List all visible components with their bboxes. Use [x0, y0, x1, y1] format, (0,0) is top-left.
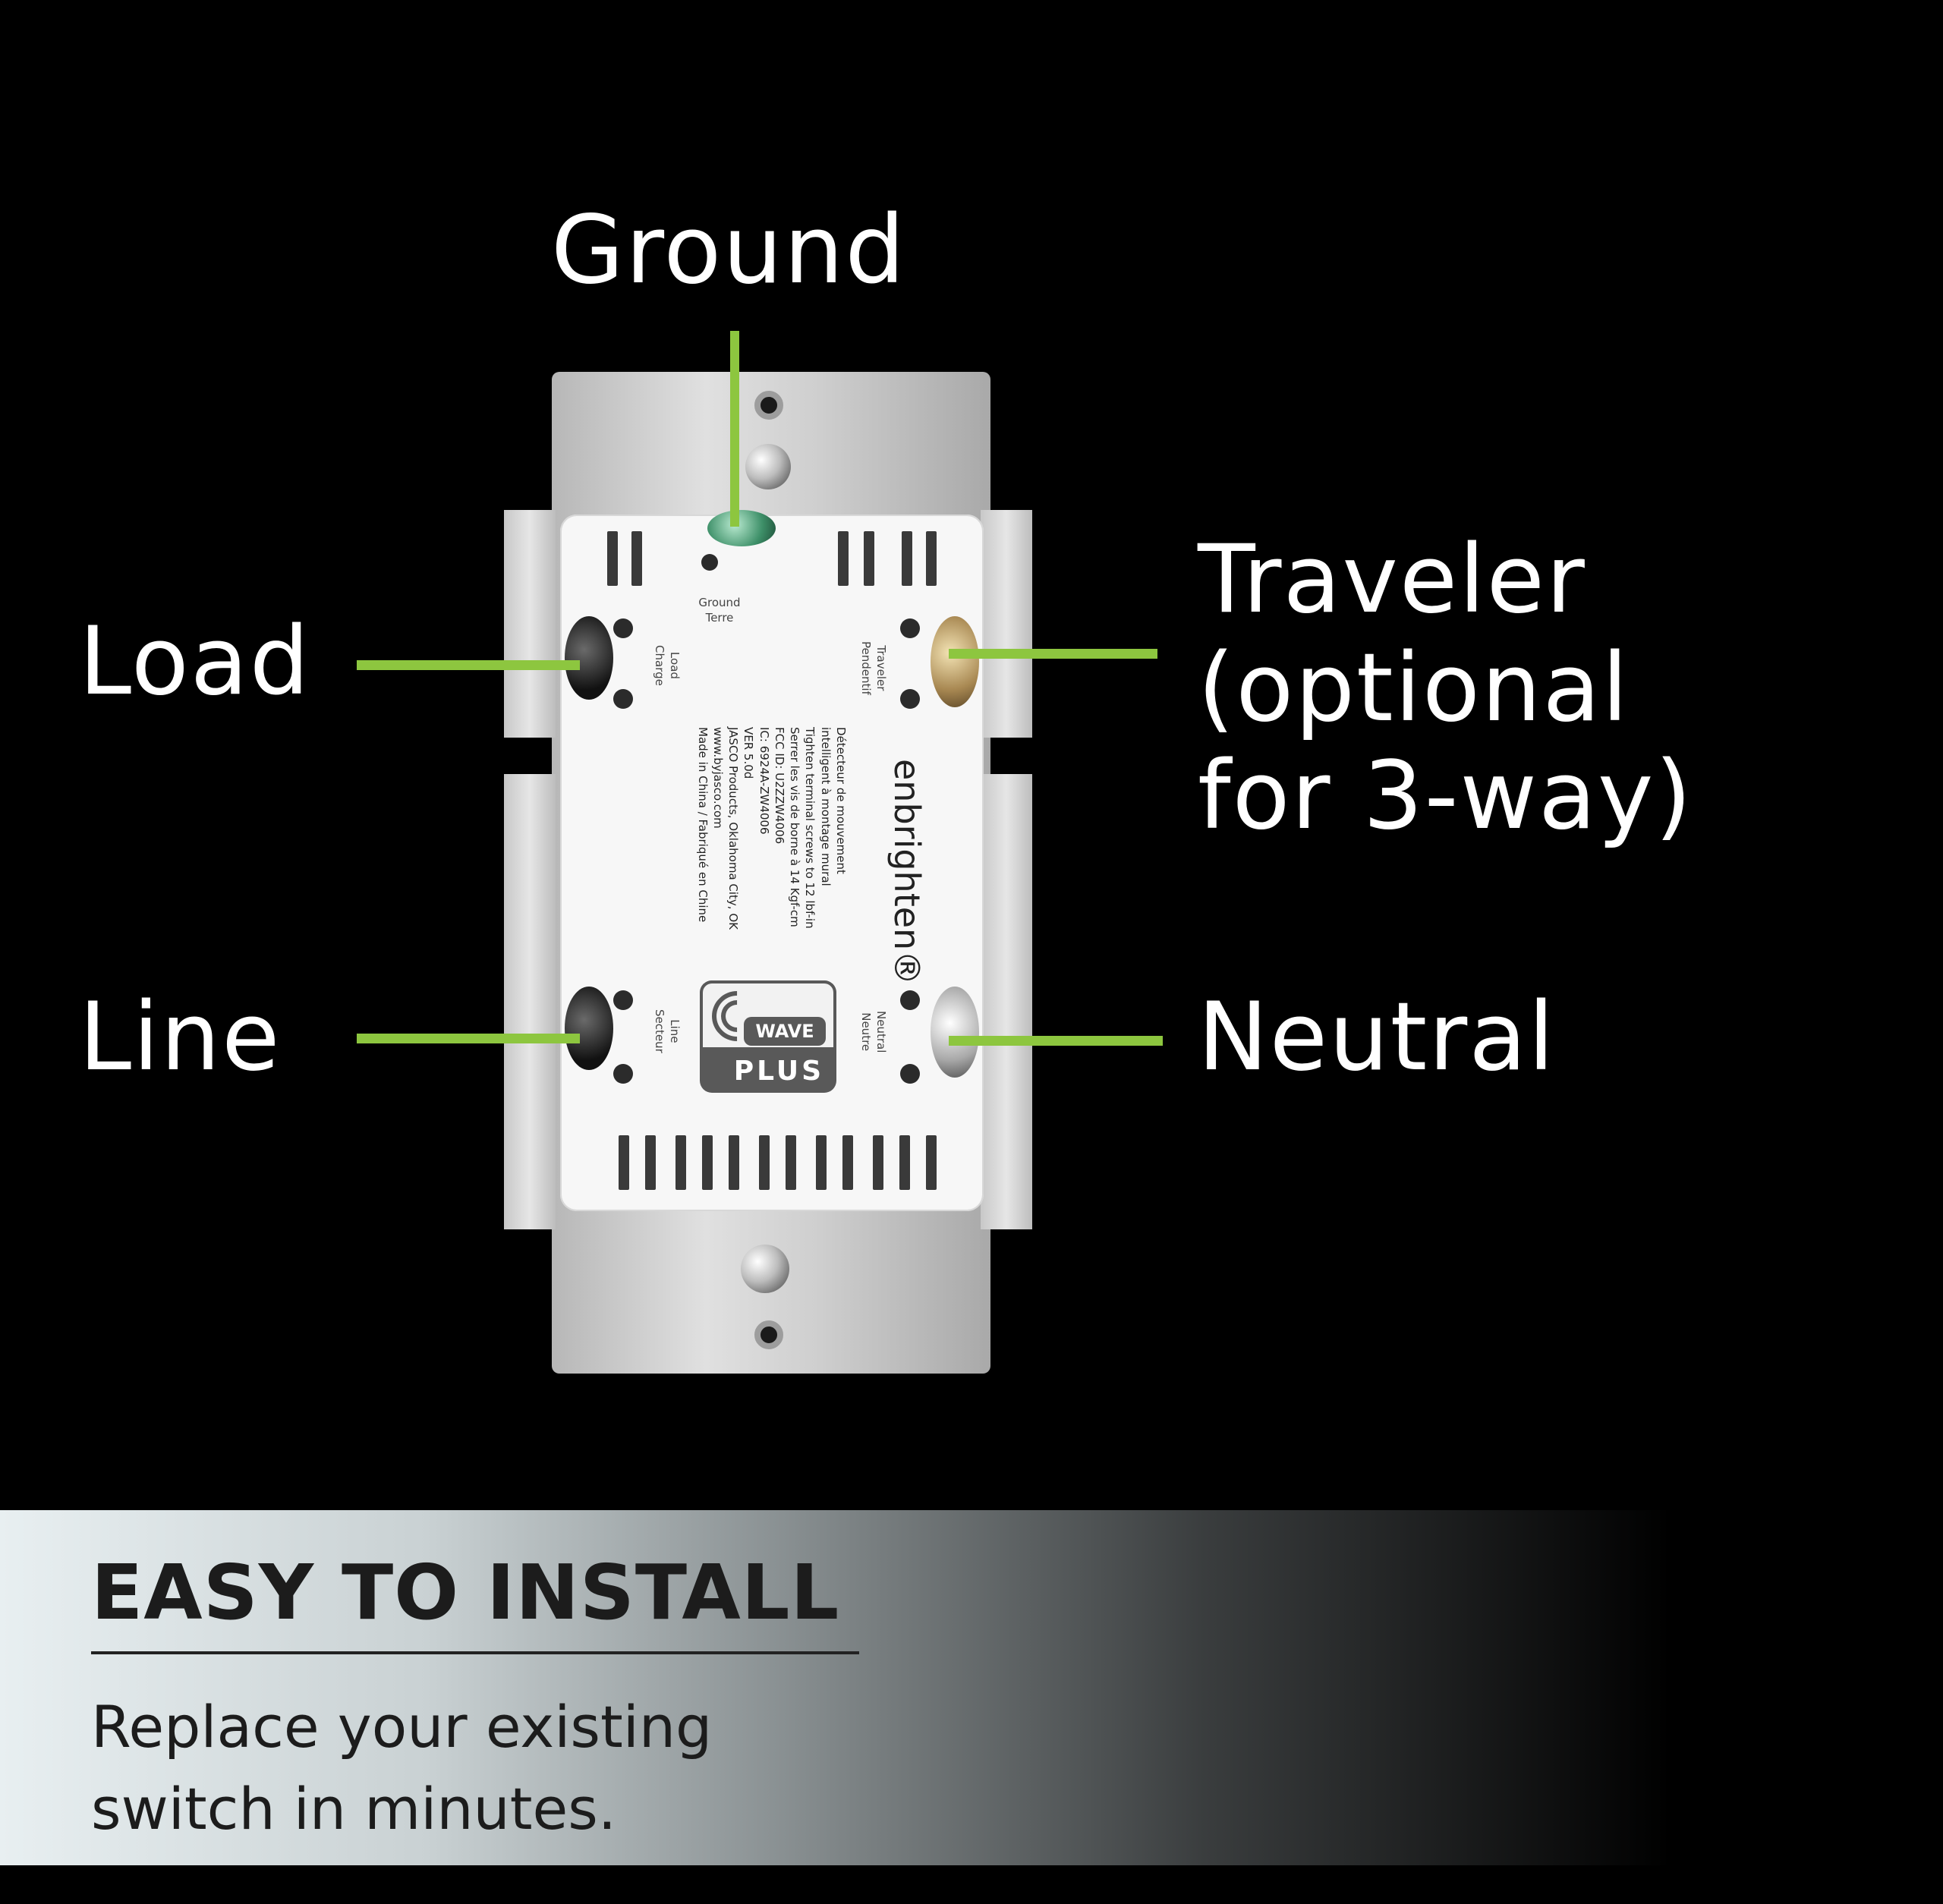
vent-slot	[902, 531, 912, 586]
vent-slot	[786, 1135, 796, 1190]
line-leader-line	[357, 1034, 580, 1043]
neutral-leader-line	[949, 1036, 1163, 1046]
banner-heading: EASY TO INSTALL	[91, 1548, 840, 1637]
ground-terminal	[707, 510, 776, 546]
switch-traveler-label: Traveler Pendentif	[859, 641, 889, 695]
switch-neutral-label: Neutral Neutre	[859, 1011, 889, 1053]
right-upper-ear	[981, 510, 1032, 738]
vent-slot	[675, 1135, 686, 1190]
vent-slot	[926, 531, 937, 586]
vent-slot	[842, 1135, 853, 1190]
vent-slot	[759, 1135, 770, 1190]
traveler-terminal	[931, 616, 979, 707]
zwave-text: WAVE	[744, 1017, 826, 1046]
ground-leader-line	[730, 331, 739, 527]
zwave-plus-logo: WAVE PLUS	[700, 980, 836, 1093]
vent-slot	[607, 531, 618, 586]
left-upper-ear	[504, 510, 556, 738]
switch-ground-label: Ground Terre	[698, 596, 741, 625]
load-leader-line	[357, 660, 580, 670]
terminal-indicator-dot	[613, 1064, 633, 1084]
banner-divider	[91, 1651, 859, 1654]
vent-slot	[645, 1135, 656, 1190]
product-info-text: Détecteur de mouvement intelligent à mon…	[695, 727, 848, 930]
neutral-terminal	[931, 987, 979, 1078]
vent-slot	[631, 531, 642, 586]
banner-subtext: Replace your existing switch in minutes.	[91, 1693, 713, 1843]
neutral-label: Neutral	[1198, 983, 1556, 1092]
bottom-mounting-hole	[754, 1320, 783, 1349]
terminal-indicator-dot	[900, 618, 920, 638]
terminal-indicator-dot	[900, 1064, 920, 1084]
left-lower-ear	[504, 774, 556, 1229]
top-mounting-screw	[745, 444, 791, 489]
terminal-indicator-dot	[613, 618, 633, 638]
traveler-leader-line	[949, 649, 1157, 659]
vent-slot	[899, 1135, 910, 1190]
switch-load-label: Load Charge	[653, 645, 682, 686]
line-label: Line	[79, 983, 282, 1092]
ground-indicator-dot	[701, 554, 718, 571]
vent-slot	[729, 1135, 739, 1190]
vent-slot	[838, 531, 849, 586]
switch-line-label: Line Secteur	[653, 1009, 682, 1053]
top-mounting-hole	[754, 391, 783, 420]
traveler-label: Traveler (optional for 3-way)	[1198, 525, 1693, 851]
load-label: Load	[79, 607, 311, 716]
terminal-indicator-dot	[900, 689, 920, 709]
info-banner	[0, 1510, 1943, 1865]
vent-slot	[619, 1135, 629, 1190]
ground-label: Ground	[551, 196, 907, 305]
vent-slot	[926, 1135, 937, 1190]
terminal-indicator-dot	[613, 689, 633, 709]
vent-slot	[702, 1135, 713, 1190]
right-lower-ear	[981, 774, 1032, 1229]
terminal-indicator-dot	[900, 990, 920, 1010]
enbrighten-logo: enbrighten®	[886, 759, 927, 986]
load-terminal	[565, 616, 613, 700]
bottom-mounting-screw	[741, 1245, 789, 1293]
vent-slot	[864, 531, 874, 586]
vent-slot	[816, 1135, 827, 1190]
terminal-indicator-dot	[613, 990, 633, 1010]
zwave-plus-text: PLUS	[733, 1056, 824, 1087]
line-terminal	[565, 987, 613, 1070]
vent-slot	[873, 1135, 883, 1190]
